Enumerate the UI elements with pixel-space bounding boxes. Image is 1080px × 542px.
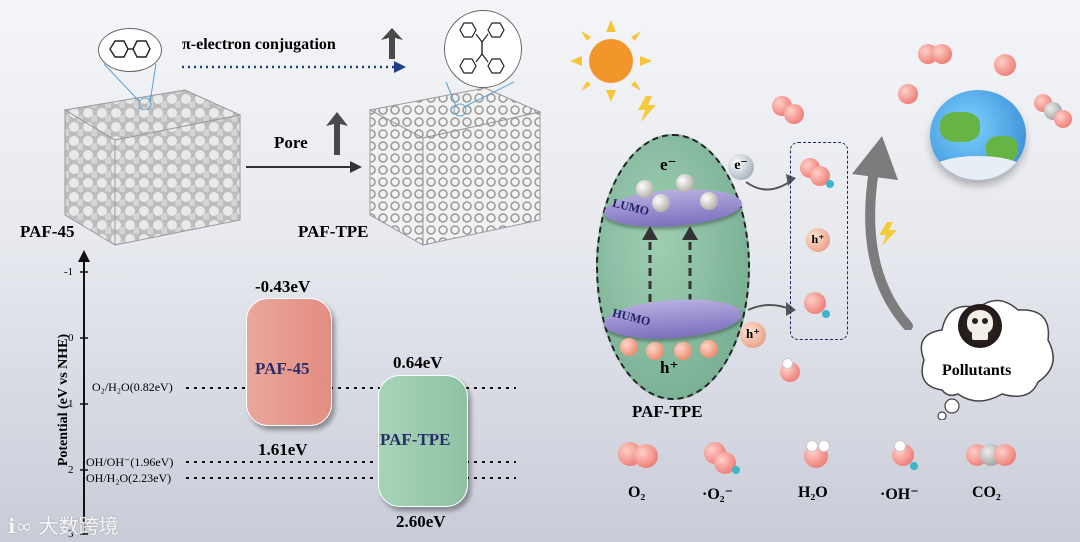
legend-co2-label: CO₂ [972, 484, 1001, 501]
watermark-logo-icon: ℹ∞ [8, 514, 39, 538]
paftpe-label: PAF-TPE [298, 222, 369, 241]
paftpe-band-name: PAF-TPE [380, 430, 451, 449]
photocatalyst-ellipse [596, 134, 750, 400]
legend-superoxide-label: ·O₂⁻ [702, 486, 734, 503]
paf45-band-box [246, 298, 332, 426]
paf45-band-name: PAF-45 [255, 359, 310, 378]
redox-lines [186, 387, 516, 479]
sun-icon [570, 20, 652, 102]
level-o2-h2o: O₂/H₂O(0.82eV) [92, 380, 173, 394]
earth-icon [930, 90, 1026, 180]
level-oh-h2o: ·OH/H₂O(2.23eV) [82, 471, 172, 485]
lightning-icon [638, 96, 656, 122]
legend-o2-label: O₂ [628, 484, 646, 501]
up-arrow-icon [381, 28, 403, 59]
conjugation-label: π-electron conjugation [182, 36, 336, 53]
band-diagram [78, 250, 90, 535]
pollutants-label: Pollutants [942, 362, 1012, 379]
tick-label: 1 [68, 398, 74, 410]
biphenyl-zoom [98, 28, 162, 72]
electron-badge: e⁻ [728, 154, 754, 180]
electron-sphere [636, 180, 654, 198]
radical-box [790, 142, 848, 340]
hole-sphere [646, 342, 664, 360]
electron-label: e⁻ [660, 155, 677, 174]
paftpe-homo-value: 2.60eV [396, 512, 446, 531]
floating-h2o [994, 54, 1016, 76]
big-curved-arrow [852, 136, 913, 330]
hole-sphere [700, 340, 718, 358]
lightning-icon-small [879, 222, 897, 246]
legend-h2o-label: H₂O [798, 484, 828, 501]
hole-label: h⁺ [660, 358, 679, 377]
zoom-lines-paftpe [445, 81, 515, 117]
curved-arrows [745, 174, 796, 316]
electron-sphere [676, 174, 694, 192]
paf45-lumo-value: -0.43eV [255, 277, 311, 296]
excitation-arrows [642, 226, 698, 302]
paf45-cube [63, 89, 242, 246]
zoom-lines-paf45 [103, 63, 157, 110]
solid-arrow [246, 161, 362, 173]
tpe-zoom [444, 10, 522, 88]
electron-sphere [700, 192, 718, 210]
skull-icon [958, 304, 1002, 348]
dotted-arrow [182, 61, 406, 73]
tetraphenylethylene-icon [459, 22, 505, 74]
paf45-label: PAF-45 [20, 222, 75, 241]
hole-sphere [674, 342, 692, 360]
ellipse-caption: PAF-TPE [632, 402, 703, 421]
tick-label: 0 [68, 332, 74, 344]
middle-hole-badge: h⁺ [806, 228, 830, 252]
paf45-homo-value: 1.61eV [258, 440, 308, 459]
hole-badge: h⁺ [740, 322, 766, 348]
biphenyl-icon [109, 40, 151, 58]
pollutants-cloud [920, 299, 1054, 420]
paftpe-lumo-value: 0.64eV [393, 353, 443, 372]
tick-label: 2 [68, 464, 74, 476]
electron-sphere [652, 194, 670, 212]
watermark: ℹ∞ 大数跨境 [8, 514, 119, 538]
tick-label: 3 [68, 528, 74, 540]
paftpe-band-box [378, 375, 468, 507]
level-oh-ohminus: ·OH/OH⁻(1.96eV) [82, 455, 174, 469]
tick-label: -1 [64, 266, 74, 278]
hole-sphere [620, 338, 638, 356]
pore-up-arrow-icon [326, 112, 348, 155]
legend-hydroxyl-label: ·OH⁻ [880, 486, 919, 503]
pore-label: Pore [274, 133, 308, 152]
floating-h2o [898, 84, 918, 104]
